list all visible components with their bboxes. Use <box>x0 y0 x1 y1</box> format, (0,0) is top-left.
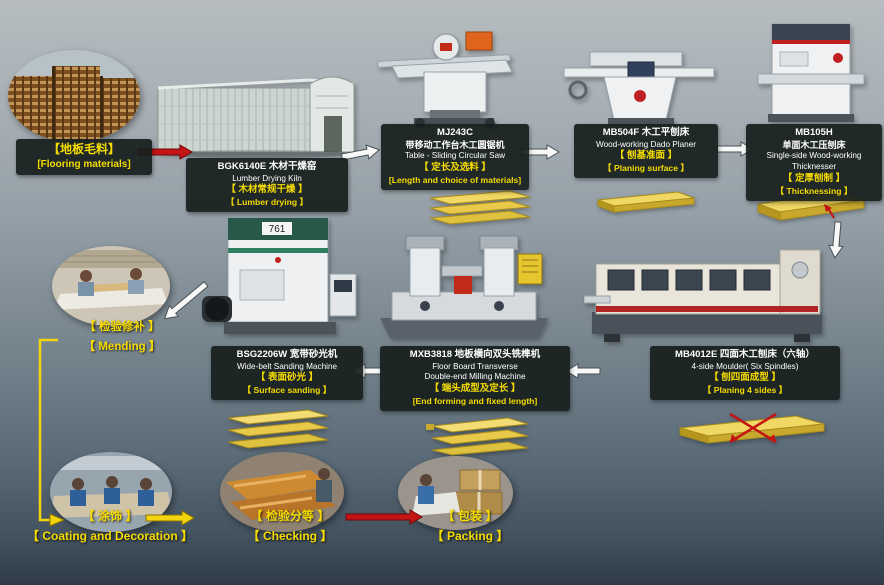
planer-name-en: Wood-working Dado Planer <box>596 139 696 149</box>
double-end-milling-badge: MXB3818 地板横向双头铣榫机 Floor Board Transverse… <box>380 346 570 412</box>
sander-step-en: 【 Surface sanding 】 <box>242 384 332 395</box>
planer-step-en: 【 Planing surface 】 <box>603 162 689 173</box>
milling-model-label: MXB3818 地板横向双头铣榫机 <box>409 349 541 360</box>
coating-step-en: 【 Coating and Decoration 】 <box>26 529 193 544</box>
wide-belt-sander-illustration: 761 <box>200 196 360 351</box>
arrow-moulder-to-milling <box>565 363 601 379</box>
checking-step-cn: 【 检验分等 】 <box>250 509 330 523</box>
board-after-planer <box>590 186 702 225</box>
milling-name-en-1: Floor Board Transverse <box>432 361 518 371</box>
wide-belt-sander-badge: BSG2206W 宽带砂光机 Wide-belt Sanding Machine… <box>211 346 363 401</box>
drying-kiln-illustration <box>156 66 356 163</box>
four-side-moulder-badge: MB4012E 四面木工刨床（六轴） 4-side Moulder( Six S… <box>650 346 840 401</box>
checking-photo <box>220 452 344 532</box>
board-after-moulder <box>672 410 832 455</box>
planer-model-label: MB504F 木工平刨床 <box>602 127 690 138</box>
surface-planer-illustration <box>560 28 718 131</box>
mending-step-cn: 【 检验修补 】 <box>84 321 160 333</box>
saw-model-label: MJ243C <box>437 127 473 138</box>
sander-model-label: BSG2206W 宽带砂光机 <box>236 349 338 360</box>
mending-step-en: 【 Mending 】 <box>83 340 161 353</box>
flooring-materials-badge: 【地板毛料】 [Flooring materials] <box>16 139 152 176</box>
checking-label: 【 检验分等 】 【 Checking 】 <box>225 506 355 547</box>
saw-name-en: Table - Sliding Circular Saw <box>404 151 506 161</box>
packing-step-cn: 【 包装 】 <box>442 509 498 523</box>
kiln-step-cn: 【 木材常规干燥 】 <box>226 184 308 196</box>
circular-saw-badge: MJ243C 带移动工作台木工圆锯机 Table - Sliding Circu… <box>381 124 529 191</box>
board-after-milling <box>426 414 534 461</box>
board-stack-after-saw <box>424 188 536 233</box>
thicknesser-step-en: 【 Thicknessing 】 <box>775 185 853 196</box>
circular-saw-illustration <box>374 20 519 133</box>
coating-label: 【 涂饰 】 【 Coating and Decoration 】 <box>10 506 210 547</box>
kiln-model-label: BGK6140E 木材干燥窑 <box>217 161 317 172</box>
milling-name-en-2: Double-end Milling Machine <box>424 372 526 382</box>
thicknesser-model-label: MB105H <box>795 127 833 138</box>
saw-step-en: [Length and choice of materials] <box>388 174 522 185</box>
thicknesser-name-cn: 单面木工压刨床 <box>782 139 846 150</box>
thicknesser-name-en: Single-side Wood-working Thicknesser <box>766 151 862 172</box>
saw-name-cn: 带移动工作台木工圆锯机 <box>405 139 505 150</box>
thicknesser-illustration <box>750 18 870 128</box>
thicknesser-badge: MB105H 单面木工压刨床 Single-side Wood-working … <box>746 124 882 201</box>
planer-step-cn: 【 刨基准面 】 <box>614 150 678 162</box>
mending-label: 【 检验修补 】 【 Mending 】 <box>47 318 197 357</box>
milling-step-cn: 【 端头成型及定长 】 <box>429 383 521 395</box>
moulder-step-cn: 【 刨四面成型 】 <box>709 372 781 384</box>
moulder-step-en: 【 Planing 4 sides 】 <box>702 384 788 395</box>
checking-step-en: 【 Checking 】 <box>247 529 333 544</box>
coating-step-cn: 【 涂饰 】 <box>82 509 138 523</box>
sander-panel-text: 761 <box>269 224 286 235</box>
surface-planer-badge: MB504F 木工平刨床 Wood-working Dado Planer 【 … <box>574 124 718 179</box>
milling-step-en: [End forming and fixed length] <box>412 395 538 406</box>
packing-label: 【 包装 】 【 Packing 】 <box>395 506 545 547</box>
sander-step-cn: 【 表面砂光 】 <box>255 372 319 384</box>
coating-photo <box>50 452 172 532</box>
moulder-model-label: MB4012E 四面木工刨床（六轴） <box>675 349 815 360</box>
kiln-badge: BGK6140E 木材干燥窑 Lumber Drying Kiln 【 木材常规… <box>186 158 348 213</box>
kiln-step-en: 【 Lumber drying 】 <box>225 196 309 207</box>
four-side-moulder-illustration <box>583 236 829 349</box>
packing-step-en: 【 Packing 】 <box>431 529 509 544</box>
saw-step-cn: 【 定长及选料 】 <box>419 162 491 174</box>
lumber-stack-photo <box>8 50 140 142</box>
board-after-sander <box>222 406 334 455</box>
mending-photo <box>52 246 170 326</box>
kiln-name-en: Lumber Drying Kiln <box>232 173 302 183</box>
thicknesser-step-cn: 【 定厚刨制 】 <box>782 173 846 185</box>
flooring-materials-label-en: [Flooring materials] <box>37 158 131 170</box>
sander-name-en: Wide-belt Sanding Machine <box>236 361 338 371</box>
double-end-milling-illustration <box>366 226 561 349</box>
moulder-name-en: 4-side Moulder( Six Spindles) <box>691 361 799 371</box>
flooring-materials-label-cn: 【地板毛料】 <box>47 142 120 156</box>
